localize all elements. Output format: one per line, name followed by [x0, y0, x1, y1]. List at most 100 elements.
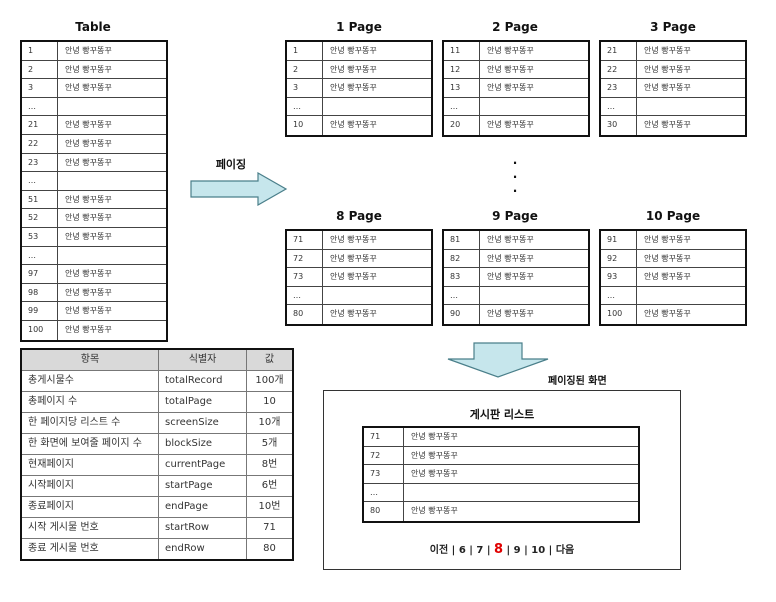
source-table-row-number: 22: [22, 134, 58, 153]
board-table-row-number: …: [364, 483, 404, 502]
info-item: 시작페이지: [22, 476, 159, 496]
source-table-row-number: 1: [22, 42, 58, 60]
source-table-row-number: 97: [22, 265, 58, 283]
page-table-row: …: [444, 286, 588, 306]
source-table-row: …: [22, 172, 166, 191]
info-item: 한 페이지당 리스트 수: [22, 413, 159, 433]
page-table-row: 91 안녕 빵꾸똥꾸: [601, 231, 745, 250]
page-table-row-number: 11: [444, 42, 480, 60]
info-item: 현재페이지: [22, 455, 159, 475]
info-item: 총게시물수: [22, 371, 159, 391]
board-table-row-number: 80: [364, 502, 404, 521]
page-table-row-text: [480, 287, 588, 305]
source-table-row-text: 안녕 빵꾸똥꾸: [65, 269, 112, 279]
page-table-row-number: …: [287, 286, 323, 305]
page-table-row-text: 안녕 빵꾸똥꾸: [644, 120, 691, 130]
page-table-row-text: 안녕 빵꾸똥꾸: [330, 120, 377, 130]
board-table-row-text: [404, 484, 638, 502]
info-value: 71: [263, 522, 276, 533]
ellipsis-dot-3: ·: [512, 184, 518, 198]
page-table-row-text: [637, 98, 745, 116]
info-identifier: startPage: [159, 476, 247, 496]
info-value: 80: [263, 543, 276, 554]
source-table-row-number: 3: [22, 79, 58, 97]
page-table-row: …: [601, 97, 745, 117]
page-table-row-number: …: [444, 97, 480, 116]
ellipsis-dot-1: ·: [512, 156, 518, 170]
pager-page-link[interactable]: 7: [476, 545, 484, 556]
page-table-row-number: 10: [287, 116, 323, 135]
paging-arrow-icon: [190, 172, 288, 206]
page-table-row-text: 안녕 빵꾸똥꾸: [487, 120, 534, 130]
pager-prev-link[interactable]: 이전: [429, 545, 449, 556]
page-table-row: …: [287, 97, 431, 117]
source-table-row-text: 안녕 빵꾸똥꾸: [65, 46, 112, 55]
paging-label: 페이징: [215, 158, 247, 171]
pager-page-link[interactable]: 6: [458, 545, 466, 556]
info-identifier: startRow: [159, 518, 247, 538]
pager-page-link[interactable]: 10: [531, 545, 546, 556]
pager-separator: |: [465, 545, 477, 556]
page-table-row-text: 안녕 빵꾸똥꾸: [644, 235, 691, 244]
source-table-row-text: [58, 172, 166, 190]
page-table-row-number: 22: [601, 60, 637, 79]
source-table-row-text: 안녕 빵꾸똥꾸: [65, 287, 112, 297]
board-table-row-text: 안녕 빵꾸똥꾸: [411, 469, 458, 479]
page-table-row-text: 안녕 빵꾸똥꾸: [487, 46, 534, 55]
info-header-cell: 식별자: [159, 350, 247, 370]
page-table-row: …: [287, 286, 431, 306]
page-table-row-number: 81: [444, 231, 480, 249]
page-table-row-text: 안녕 빵꾸똥꾸: [487, 64, 534, 74]
info-value: 10: [263, 396, 276, 407]
board-title: 게시판 리스트: [469, 408, 535, 421]
source-table-row: …: [22, 97, 166, 117]
page-table-row-number: 72: [287, 249, 323, 268]
page-title-10: 10 Page: [645, 209, 701, 223]
page-table-row-text: [637, 287, 745, 305]
info-identifier: totalPage: [159, 392, 247, 412]
table-title: Table: [75, 20, 111, 34]
info-identifier: totalRecord: [159, 371, 247, 391]
page-table-row-number: 21: [601, 42, 637, 60]
source-table-row-number: 99: [22, 302, 58, 320]
source-table-row-number: 51: [22, 190, 58, 209]
page-table-row-number: 91: [601, 231, 637, 249]
page-table-row-text: 안녕 빵꾸똥꾸: [330, 235, 377, 244]
pager-page-link[interactable]: 9: [513, 545, 521, 556]
source-table-row-text: [58, 98, 166, 116]
page-table-row: 10 안녕 빵꾸똥꾸: [287, 116, 431, 135]
source-table-row-text: 안녕 빵꾸똥꾸: [65, 120, 112, 130]
source-table-row: 97 안녕 빵꾸똥꾸: [22, 265, 166, 284]
page-table-row-number: 2: [287, 60, 323, 79]
source-table-row-number: 2: [22, 60, 58, 79]
info-identifier: endRow: [159, 539, 247, 559]
page-table-row-number: 90: [444, 305, 480, 324]
pager-next-link[interactable]: 다음: [555, 545, 575, 556]
paged-screen-label: 페이징된 화면: [548, 376, 607, 387]
